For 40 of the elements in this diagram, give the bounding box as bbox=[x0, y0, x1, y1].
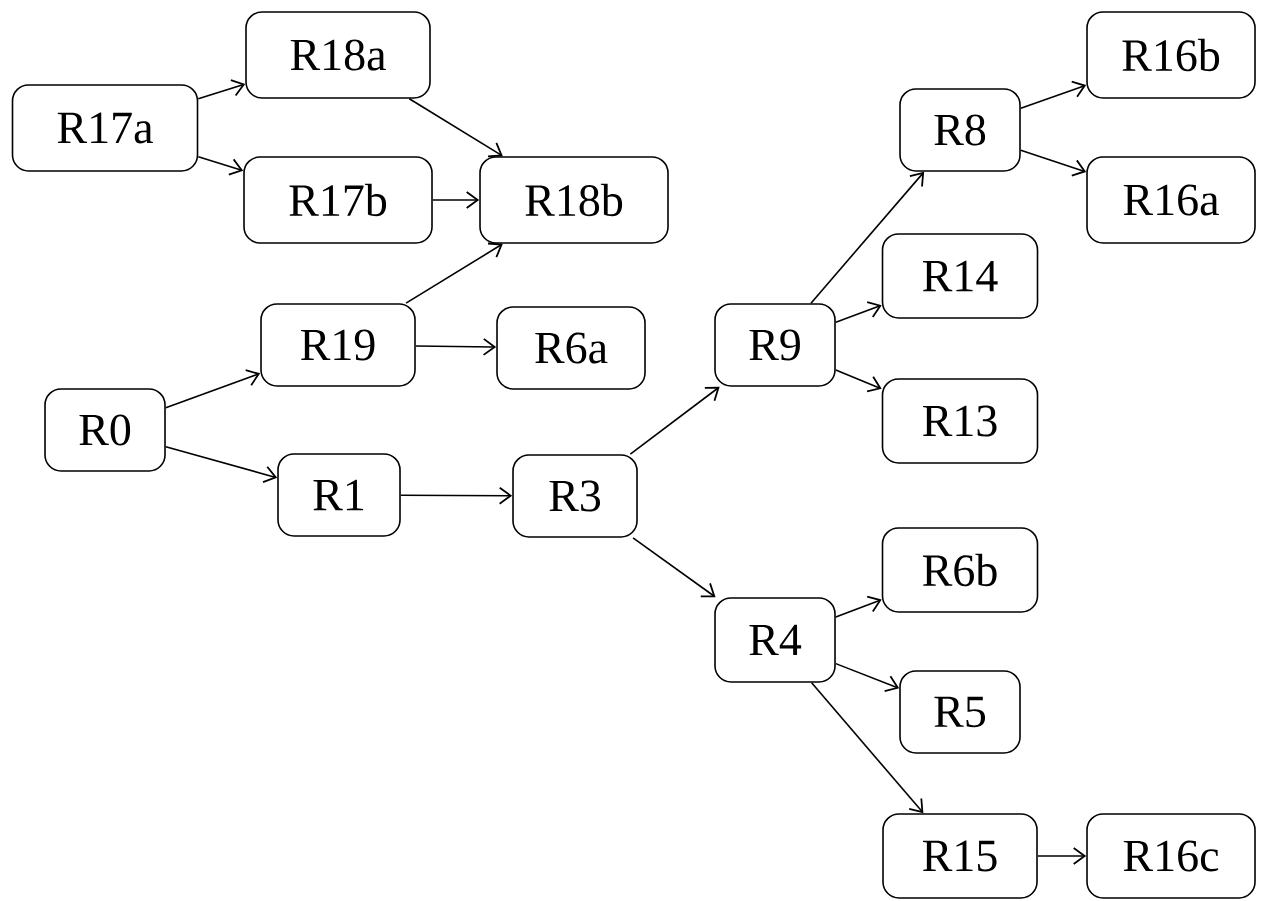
arrow bbox=[400, 486, 513, 505]
node-box: R4 bbox=[714, 597, 836, 683]
node-box: R6a bbox=[496, 306, 646, 390]
arrow bbox=[835, 662, 900, 693]
arrow bbox=[415, 337, 497, 356]
arrow bbox=[835, 595, 882, 618]
arrow bbox=[408, 98, 503, 158]
node-box: R16a bbox=[1086, 156, 1256, 244]
node-box: R3 bbox=[512, 454, 638, 538]
arrow bbox=[432, 191, 480, 209]
node-box: R9 bbox=[714, 303, 836, 387]
arrow bbox=[1020, 80, 1087, 110]
node-box: R0 bbox=[44, 388, 166, 472]
node-box: R17a bbox=[11, 84, 199, 172]
node-box: R5 bbox=[899, 670, 1021, 754]
arrow bbox=[165, 446, 278, 484]
arrow bbox=[197, 79, 246, 100]
node-box: R13 bbox=[881, 378, 1039, 464]
arrow bbox=[1037, 847, 1087, 865]
arrow bbox=[197, 156, 244, 176]
node-box: R16c bbox=[1086, 813, 1256, 899]
arrow bbox=[835, 369, 882, 393]
node-box: R15 bbox=[882, 813, 1038, 899]
arrow bbox=[405, 242, 503, 304]
arrow bbox=[810, 171, 925, 304]
node-box: R19 bbox=[260, 303, 416, 387]
node-box: R6b bbox=[881, 527, 1039, 613]
arrow bbox=[632, 537, 716, 598]
node-box: R18b bbox=[479, 156, 669, 244]
arrow bbox=[810, 682, 924, 814]
node-box: R14 bbox=[881, 233, 1039, 319]
arrow bbox=[835, 301, 882, 324]
node-box: R18a bbox=[245, 11, 431, 99]
arrow bbox=[165, 369, 261, 409]
node-box: R8 bbox=[899, 88, 1021, 172]
arrow bbox=[1020, 149, 1087, 177]
node-box: R16b bbox=[1086, 11, 1256, 99]
node-box: R1 bbox=[277, 453, 401, 537]
arrow bbox=[629, 386, 720, 455]
node-box: R17b bbox=[243, 156, 433, 244]
